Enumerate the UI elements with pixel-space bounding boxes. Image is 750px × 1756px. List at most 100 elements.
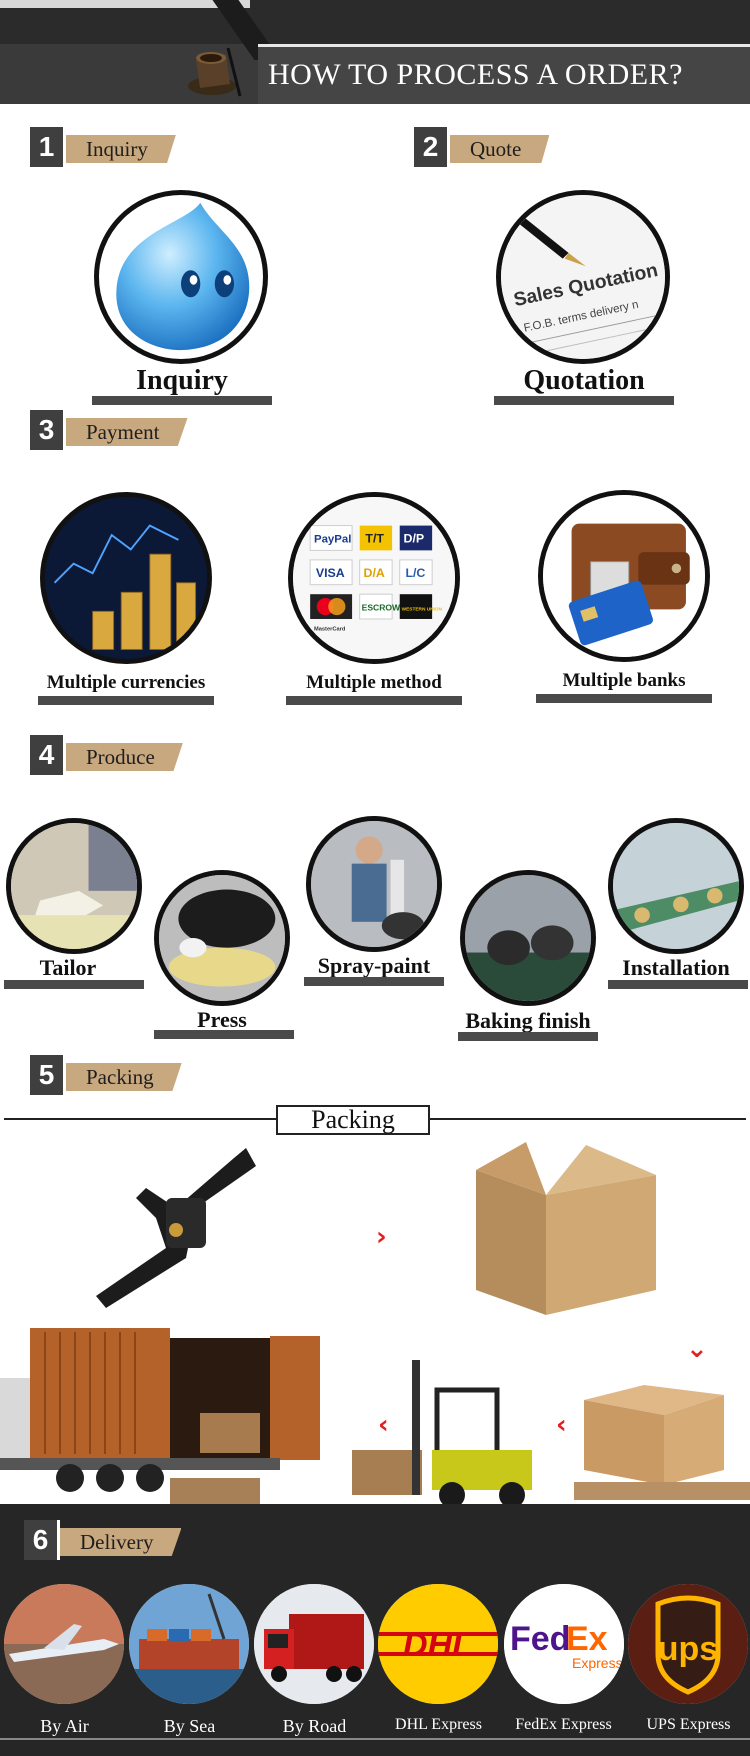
baking-finish-caption: Baking finish [465,1008,591,1033]
inquiry-image [94,190,268,364]
step-number: 1 [30,127,66,167]
fedex-express-label: FedEx Express [515,1716,612,1733]
inquiry-caption: Inquiry [136,365,228,396]
caption-underline [92,396,272,405]
press-photo-icon [159,875,285,1001]
press-image [154,870,290,1006]
page-header: HOW TO PROCESS A ORDER? [0,0,750,104]
container-truck-image [0,1328,320,1504]
installation-caption: Installation [622,955,730,980]
step-number: 6 [24,1520,60,1560]
page-title: HOW TO PROCESS A ORDER? [268,58,683,91]
baking-finish-image [460,870,596,1006]
pallet-cartons-image [574,1385,750,1500]
by-sea-label: By Sea [163,1716,216,1736]
currencies-image [40,492,212,664]
chat-mascot-icon [116,202,250,351]
fedex-logo-image: Fed Ex Express [504,1584,624,1704]
svg-text:L/C: L/C [405,566,425,580]
spray-paint-photo-icon [311,821,437,947]
step-title: Inquiry [66,135,176,163]
packing-divider-right [430,1118,746,1120]
svg-text:DHL: DHL [403,1626,473,1664]
fedex-logo-icon: Fed Ex Express [504,1584,624,1704]
arrow-left-icon: ‹ [378,1410,389,1440]
step-title: Quote [450,135,550,163]
arrow-left-icon: ‹ [556,1410,567,1440]
payment-logos-icon: PayPal T/T D/P VISA D/A L/C MasterCard E… [293,497,455,659]
caption-underline [494,396,674,405]
caption-underline [38,696,214,705]
installation-photo-icon [613,823,739,949]
spray-paint-image [306,816,442,952]
caption-underline [4,980,144,989]
arrow-right-icon: › [376,1222,387,1252]
carton-box-image [476,1142,656,1315]
step-number: 3 [30,410,66,450]
by-sea-image [129,1584,249,1704]
svg-text:Express: Express [572,1655,623,1671]
quotation-image: Sales Quotation F.O.B. terms delivery n [496,190,670,364]
tailor-image [6,818,142,954]
caption-underline [608,980,748,989]
baking-finish-photo-icon [465,875,591,1001]
svg-text:ups: ups [658,1630,718,1668]
svg-text:T/T: T/T [365,532,384,546]
tailor-caption: Tailor [39,955,97,980]
svg-text:D/A: D/A [364,566,385,580]
by-road-image [254,1584,374,1704]
ups-logo-icon: ups [628,1584,748,1704]
svg-text:WESTERN UNION: WESTERN UNION [402,606,443,612]
quotation-caption: Quotation [523,365,645,396]
svg-text:D/P: D/P [404,532,425,546]
packing-divider-left [4,1118,276,1120]
svg-text:PayPal: PayPal [314,534,351,546]
tailor-photo-icon [11,823,137,949]
airplane-icon [4,1584,124,1704]
arrow-down-icon: ⌄ [686,1334,708,1364]
svg-text:VISA: VISA [316,566,345,580]
step-title: Payment [66,418,188,446]
spray-paint-caption: Spray-paint [317,953,431,978]
delivery-bottom-line [0,1738,750,1740]
header-stripe [0,0,250,8]
caption-underline [458,1032,598,1041]
helmet-mount-product-image [96,1148,256,1308]
caption-underline [536,694,712,703]
by-road-label: By Road [282,1716,347,1736]
dhl-logo-image: DHL [378,1584,498,1704]
svg-text:Fed: Fed [510,1620,570,1658]
payment-methods-image: PayPal T/T D/P VISA D/A L/C MasterCard E… [288,492,460,664]
caption-underline [304,977,444,986]
by-air-label: By Air [40,1716,89,1736]
wallet-card-icon [543,495,705,657]
step-number: 5 [30,1055,66,1095]
methods-caption: Multiple method [306,672,442,693]
ups-logo-image: ups [628,1584,748,1704]
step-number: 2 [414,127,450,167]
banks-image [538,490,710,662]
top-hat-icon [188,47,242,97]
caption-underline [286,696,462,705]
svg-text:Ex: Ex [566,1620,608,1658]
step-title: Packing [66,1063,182,1091]
currencies-caption: Multiple currencies [46,672,206,693]
step-title: Produce [66,743,183,771]
press-caption: Press [197,1007,247,1032]
dhl-express-label: DHL Express [395,1716,482,1733]
header-title-bar [258,44,750,104]
cargo-ship-icon [129,1584,249,1704]
sales-quotation-icon: Sales Quotation F.O.B. terms delivery n [501,195,665,359]
caption-underline [154,1030,294,1039]
forklift-image [352,1360,532,1508]
packing-title: Packing [276,1105,430,1135]
dhl-logo-icon: DHL [378,1584,498,1704]
road-truck-icon [254,1584,374,1704]
coins-stack-icon [45,497,207,659]
ups-express-label: UPS Express [646,1716,731,1733]
svg-text:MasterCard: MasterCard [314,626,346,632]
by-air-image [4,1584,124,1704]
installation-image [608,818,744,954]
step-title: Delivery [60,1528,182,1556]
banks-caption: Multiple banks [562,670,686,691]
